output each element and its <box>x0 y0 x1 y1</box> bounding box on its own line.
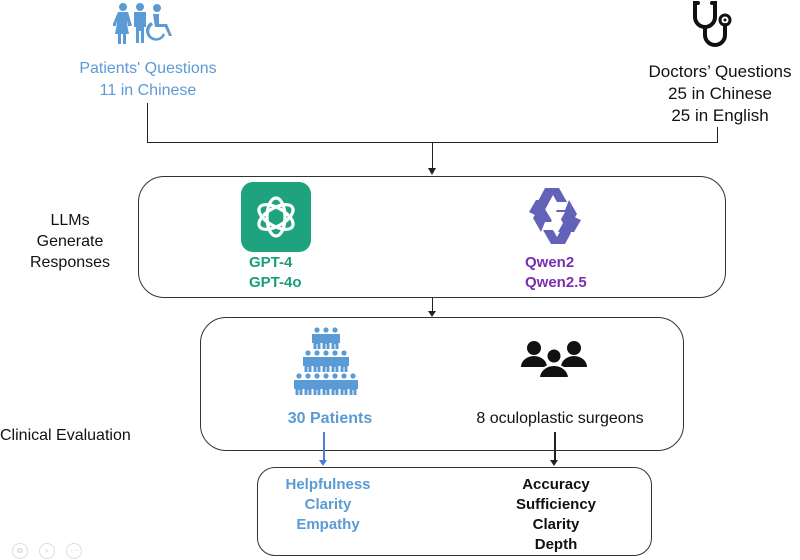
person-figure <box>312 373 322 395</box>
model-qwen2-5: Qwen2.5 <box>525 274 587 291</box>
llm-stage-label-2: Generate <box>36 233 104 250</box>
metric-surgeons-depth: Depth <box>534 536 578 553</box>
person-figure <box>321 373 331 395</box>
model-gpt-4: GPT-4 <box>249 254 293 271</box>
arrow-to-eval <box>428 311 436 317</box>
person-figure <box>312 350 322 372</box>
metrics-box <box>257 467 652 556</box>
qwen-logo-icon <box>523 184 589 250</box>
crowd-icon <box>294 327 358 399</box>
evaluator-patients: 30 Patients <box>287 410 373 427</box>
llm-stage-label-1: LLMs <box>50 212 90 229</box>
person-figure <box>303 350 313 372</box>
doctors-questions-title: Doctors’ Questions <box>648 62 792 81</box>
stethoscope-icon <box>690 0 740 56</box>
person-figure <box>294 373 304 395</box>
metric-surgeons-sufficiency: Sufficiency <box>515 496 597 513</box>
person-figure <box>321 350 331 372</box>
metric-surgeons-accuracy: Accuracy <box>522 476 590 493</box>
connector-surgeons-metrics <box>554 432 556 462</box>
person-figure <box>321 327 331 349</box>
connector-patients-metrics <box>323 432 325 462</box>
llm-stage-label-3: Responses <box>29 254 111 271</box>
metric-patients-helpfulness: Helpfulness <box>285 476 371 493</box>
doctors-questions-chinese: 25 in Chinese <box>668 84 772 103</box>
model-qwen2: Qwen2 <box>525 254 575 271</box>
person-figure <box>330 327 340 349</box>
metric-patients-empathy: Empathy <box>296 516 360 533</box>
copy-icon[interactable]: ⧉ <box>12 543 28 559</box>
evaluation-box <box>200 317 684 451</box>
more-icon[interactable]: ··· <box>66 543 82 559</box>
metric-surgeons-clarity: Clarity <box>532 516 580 533</box>
person-figure <box>330 373 340 395</box>
connector-to-llm <box>432 142 433 170</box>
person-figure <box>303 373 313 395</box>
person-figure <box>339 373 349 395</box>
metric-patients-clarity: Clarity <box>304 496 352 513</box>
llm-box <box>138 176 726 298</box>
arrow-surgeons-metrics <box>550 460 558 466</box>
connector-patients-down <box>147 103 148 143</box>
person-figure <box>330 350 340 372</box>
connector-doctors-down <box>717 127 718 143</box>
person-figure <box>312 327 322 349</box>
patients-questions-count: 11 in Chinese <box>99 82 197 99</box>
patients-questions-title: Patients' Questions <box>79 60 217 77</box>
connector-to-eval <box>432 298 433 312</box>
evaluator-surgeons: 8 oculoplastic surgeons <box>476 410 644 427</box>
evaluation-stage-label: Clinical Evaluation <box>0 427 131 444</box>
model-gpt-4o: GPT-4o <box>249 274 302 291</box>
doctors-questions-english: 25 in English <box>671 106 769 125</box>
arrow-to-llm <box>428 168 436 175</box>
patients-icon <box>113 2 185 44</box>
openai-logo-icon <box>241 182 311 252</box>
person-figure <box>339 350 349 372</box>
zoom-icon[interactable]: ⌕ <box>39 543 55 559</box>
person-figure <box>348 373 358 395</box>
group-icon <box>519 340 589 378</box>
arrow-patients-metrics <box>319 460 327 466</box>
